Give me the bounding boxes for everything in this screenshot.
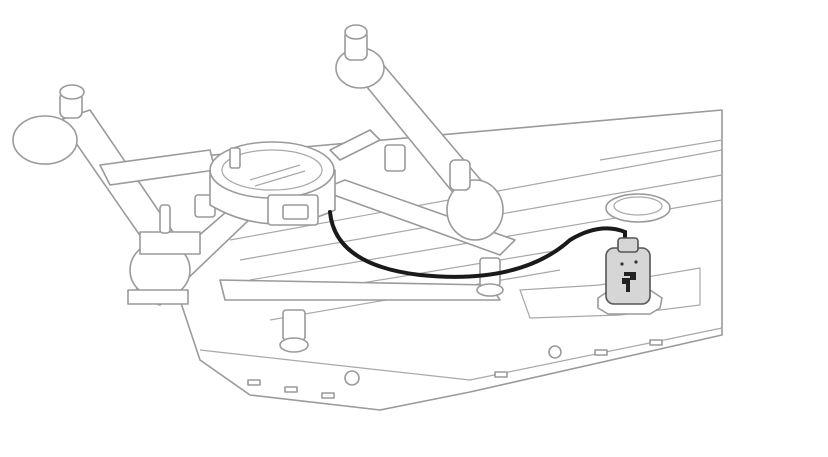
standoffs: [159, 144, 504, 353]
drone-arms: [59, 54, 516, 306]
center-mount: [209, 141, 336, 226]
connection-cable: [328, 210, 627, 279]
dji-logo-icon: [622, 272, 636, 292]
motor-mounts: [12, 24, 504, 305]
sensor-module: [597, 237, 663, 315]
